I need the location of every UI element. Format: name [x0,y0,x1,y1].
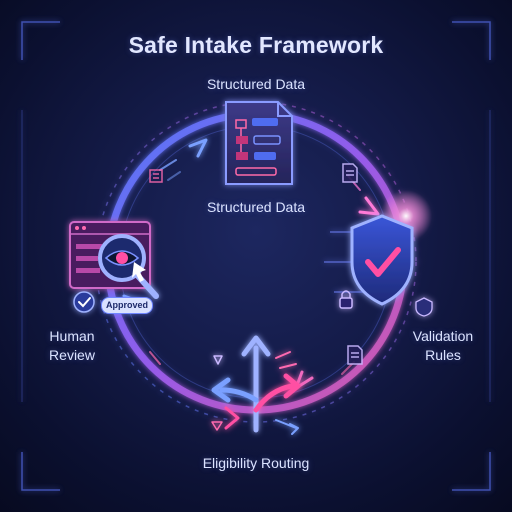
list-icon [149,169,163,183]
frame [21,21,491,491]
node-label-right: Validation Rules [412,328,474,363]
lock-icon [339,290,353,309]
node-label-center: Structured Data [206,199,306,215]
node-label-bottom: Eligibility Routing [202,455,310,471]
file-icon [347,345,363,365]
approved-badge: Approved [101,297,153,314]
document-icon [225,101,293,185]
node-label-left: Human Review [49,328,95,363]
routing-arrows-icon [211,335,301,435]
file-icon [342,163,358,183]
diagram-title: Safe Intake Framework [128,32,384,58]
node-label-top: Structured Data [206,76,306,92]
magnifier-eye-icon [69,221,159,313]
shield-check-icon [324,190,433,317]
